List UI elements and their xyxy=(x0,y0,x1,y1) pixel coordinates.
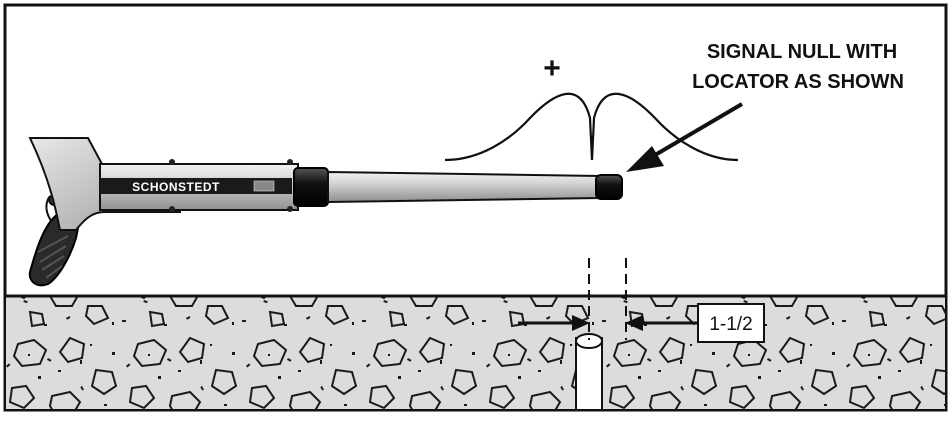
callout-line-1: SIGNAL NULL WITH xyxy=(707,41,897,63)
measurement-arrows xyxy=(518,315,698,331)
locator-brand-label: SCHONSTEDT xyxy=(132,180,220,194)
signal-response-curve xyxy=(444,92,739,162)
callout-arrow xyxy=(626,102,744,172)
callout-line-2: LOCATOR AS SHOWN xyxy=(692,71,904,93)
ground-section xyxy=(6,294,945,409)
schonstedt-locator: SCHONSTEDT xyxy=(28,137,623,287)
null-reference-lines xyxy=(588,258,627,340)
measurement-label: 1-1/2 xyxy=(697,303,765,343)
buried-pipe xyxy=(575,333,603,411)
plus-symbol: + xyxy=(543,52,561,85)
measurement-label-text: 1-1/2 xyxy=(709,314,752,335)
